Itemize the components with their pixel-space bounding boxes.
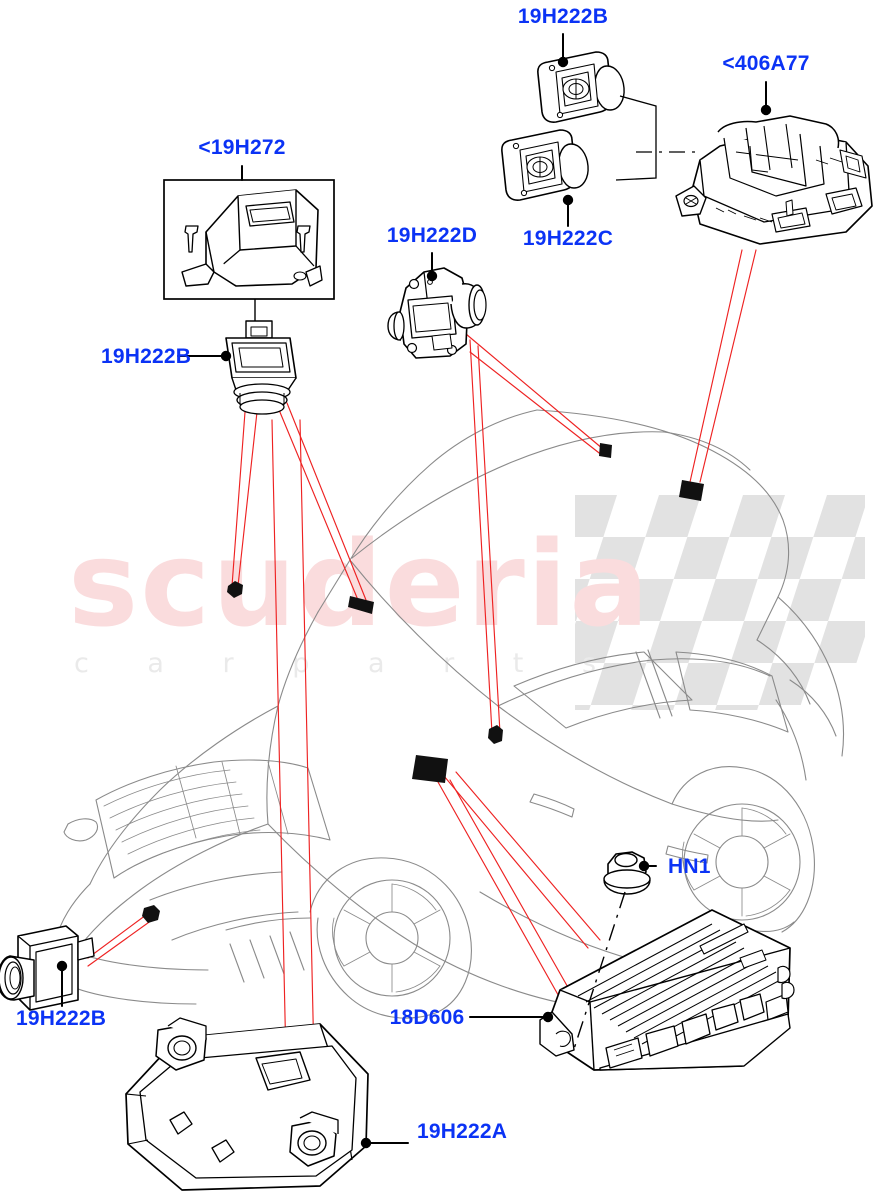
part-camera-b-left: [225, 299, 297, 415]
label-19h222b-top: 19H222B: [517, 5, 609, 28]
part-module-19h222a: [125, 1017, 369, 1191]
part-nut-hn1: [603, 851, 651, 895]
part-camera-b-top: [537, 51, 625, 123]
assembly-link-lines: [615, 95, 700, 181]
label-hn1: HN1: [668, 855, 711, 878]
part-camera-b-front: [0, 925, 95, 1011]
part-cover-19h272: [163, 179, 335, 300]
label-19h222c: 19H222C: [522, 227, 614, 250]
label-19h222b-bottom: 19H222B: [16, 1007, 107, 1030]
checkered-flag-watermark: [575, 495, 865, 710]
part-camera-d: [387, 267, 487, 359]
label-19h222a: 19H222A: [417, 1120, 508, 1143]
part-bracket-406a77: [675, 115, 873, 245]
callout-lines: [87, 249, 757, 1063]
hn1-assembly-axis: [572, 891, 626, 1053]
watermark-scuderia: scuderia: [68, 515, 651, 653]
leader-lines: [56, 33, 772, 1149]
label-19h222d: 19H222D: [386, 224, 478, 247]
watermark-carparts: c a r p a r t s: [74, 648, 621, 679]
part-ecu-18d606: [539, 909, 795, 1071]
part-camera-c: [501, 129, 589, 201]
label-19h272: <19H272: [198, 136, 286, 159]
watermark-group: scuderia c a r p a r t s: [68, 495, 865, 710]
label-19h222b-left: 19H222B: [101, 345, 192, 368]
mount-point-markers: [142, 443, 704, 923]
label-18d606: 18D606: [389, 1006, 465, 1029]
label-406a77: <406A77: [722, 52, 810, 75]
